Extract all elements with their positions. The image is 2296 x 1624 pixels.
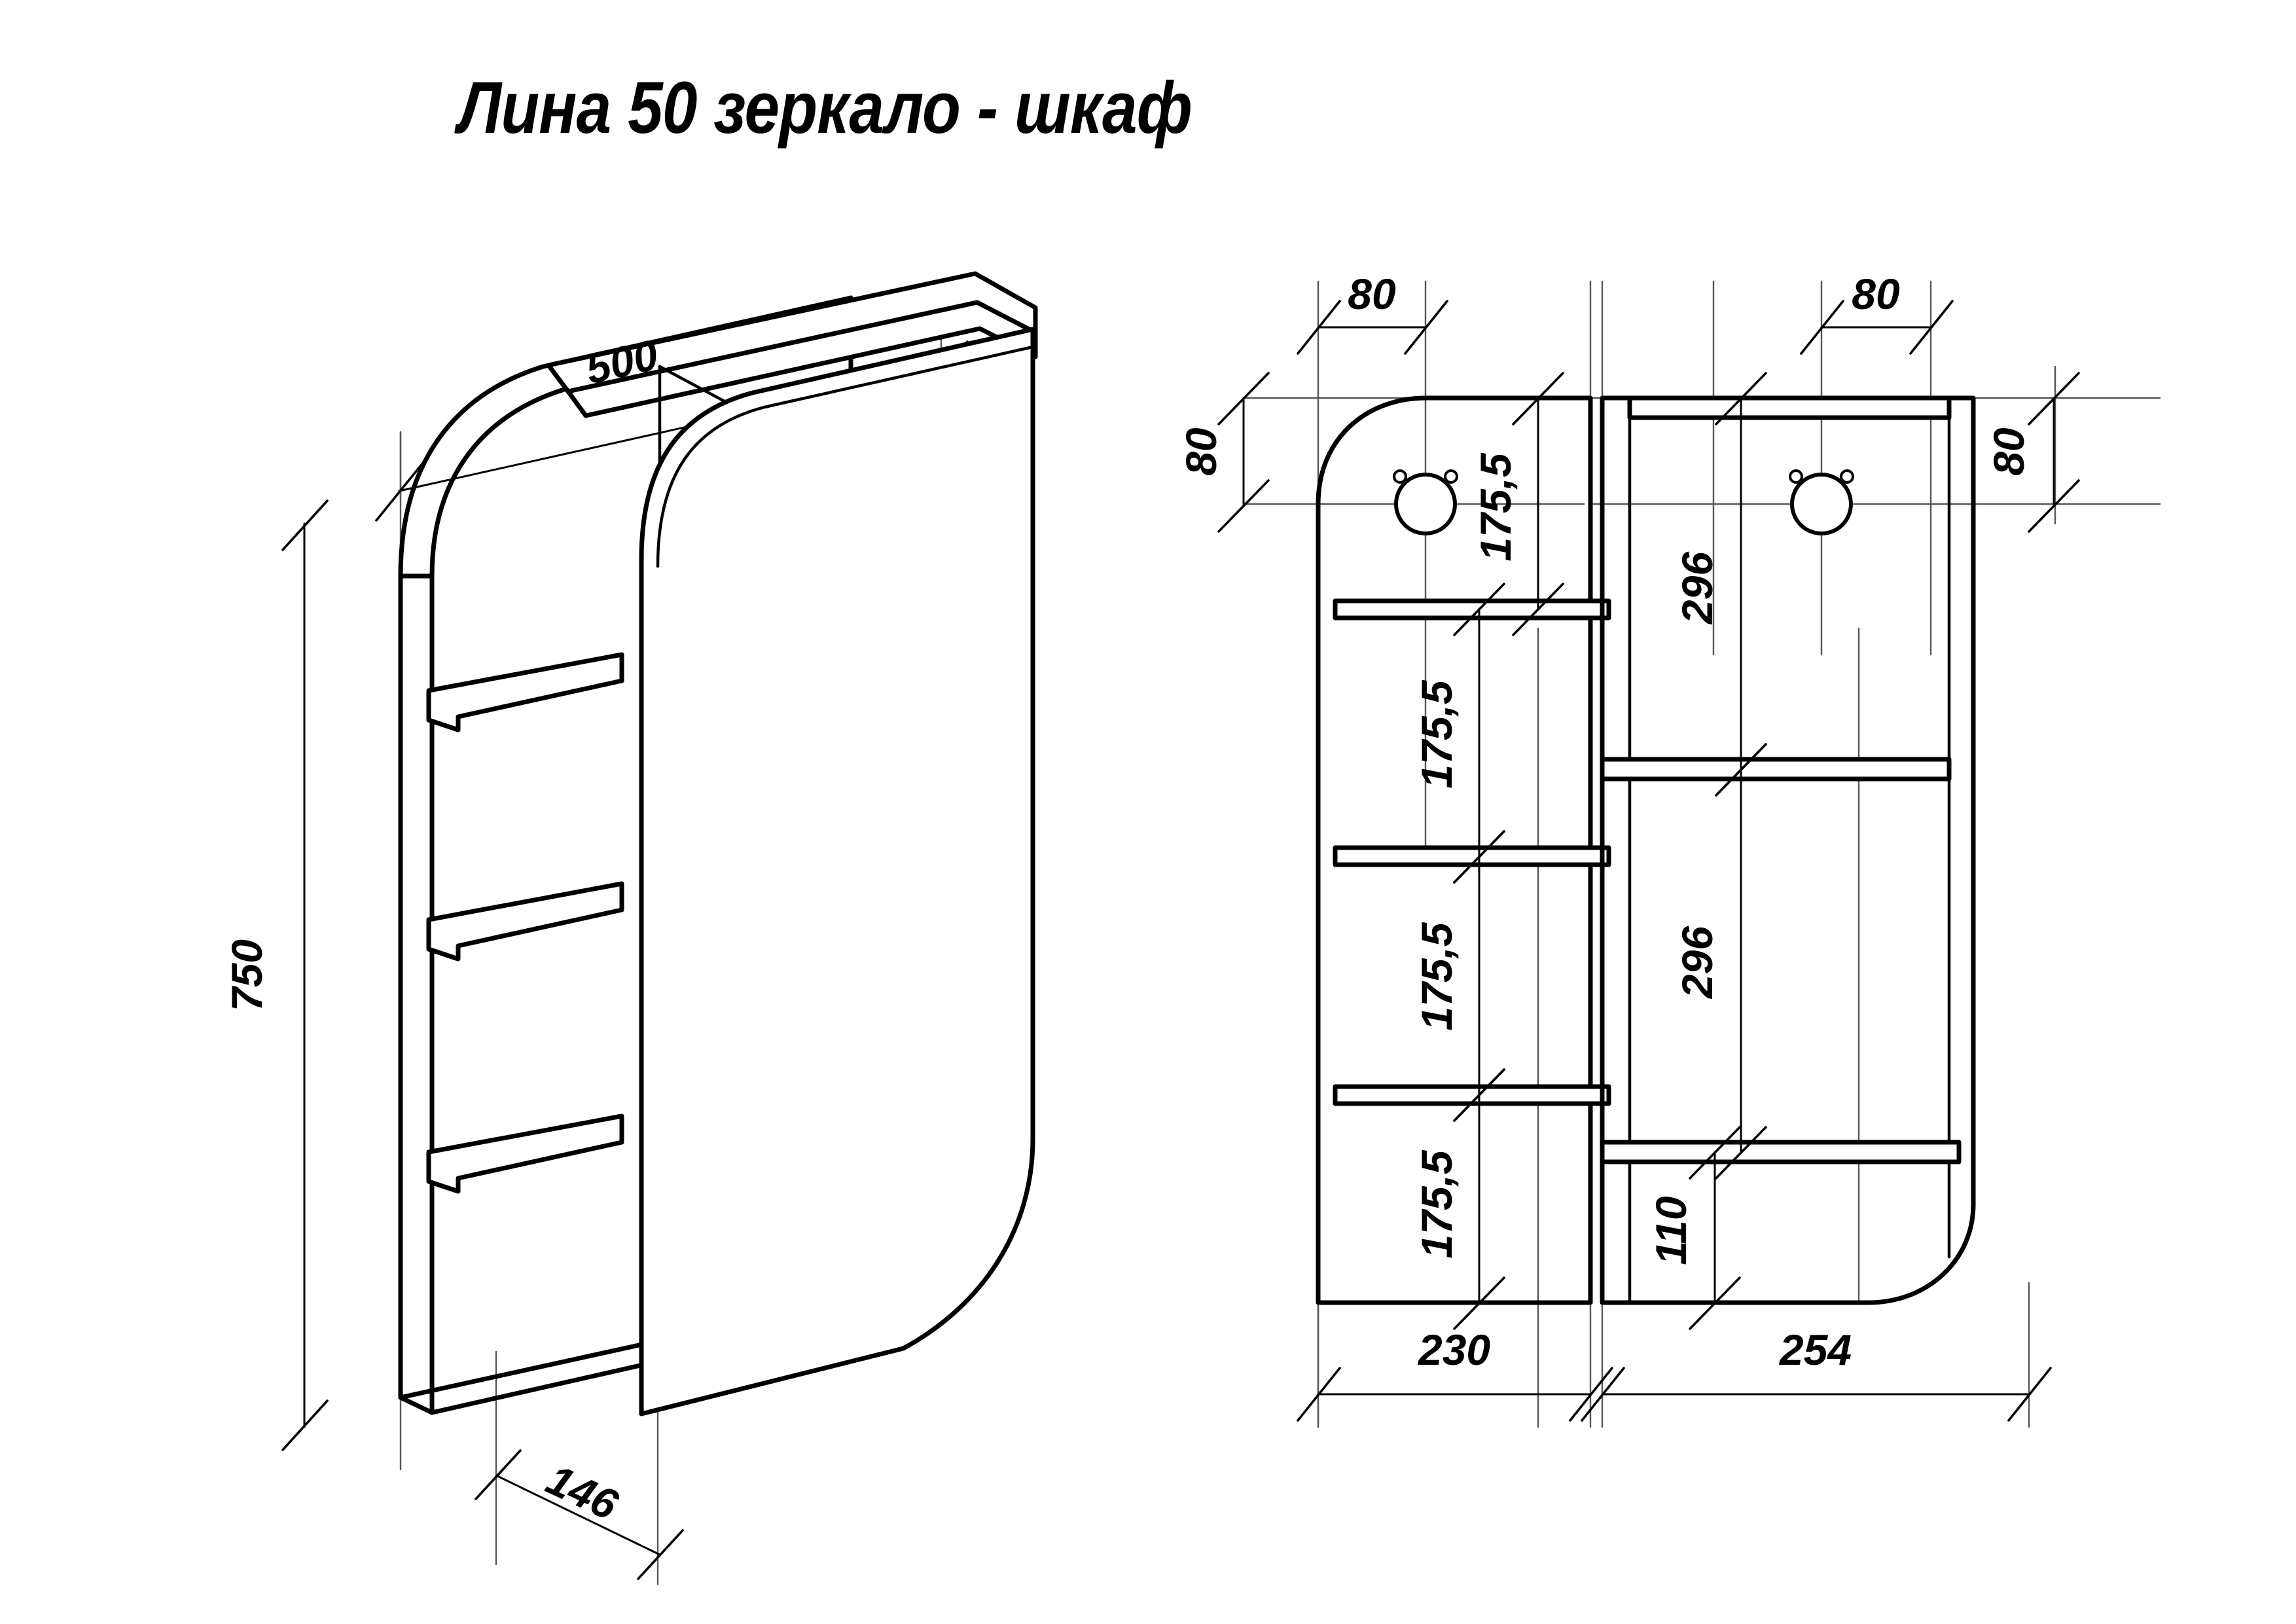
dimension-height-750 [281, 499, 329, 1451]
dimension-right-296-2 [1715, 743, 1767, 1180]
dimension-label-296-2: 296 [1673, 926, 1721, 1000]
elev-right-shelf-2 [1600, 1140, 1962, 1164]
dimension-label-230: 230 [1417, 1326, 1490, 1374]
dimension-label-80-right-side: 80 [1984, 427, 2033, 476]
elev-right-side-walls [1628, 396, 1951, 1305]
dimension-right-110 [1689, 1126, 1741, 1330]
iso-mirror-door [639, 327, 1035, 1416]
dimension-label-175-2: 175,5 [1412, 679, 1461, 788]
dimension-depth-146 [475, 1449, 684, 1580]
dimension-labels: 500 750 146 80 80 80 80 175,5 175,5 175,… [223, 270, 2033, 1530]
dimension-label-175-3: 175,5 [1412, 922, 1461, 1030]
dimension-label-254: 254 [1778, 1326, 1852, 1374]
elev-right-section-outline [1600, 395, 1976, 1305]
dimension-width-254 [1581, 1367, 2052, 1422]
dimension-label-80-left-top: 80 [1348, 270, 1396, 318]
dimension-label-146: 146 [539, 1454, 626, 1529]
page-title: Лина 50 зеркало - шкаф [458, 67, 1193, 149]
elev-right-top-rail [1627, 395, 1952, 420]
iso-top-panel [546, 271, 1038, 418]
dimension-left-175-4 [1453, 1068, 1505, 1330]
dimension-left-side-80 [1217, 372, 1270, 533]
elev-right-mount-hole [1789, 469, 1854, 535]
iso-shelf-2 [426, 881, 624, 962]
elev-right-shelf-1 [1600, 757, 1952, 782]
isometric-view [281, 271, 1038, 1585]
iso-shelf-3 [426, 1113, 624, 1194]
dimension-label-175-4: 175,5 [1412, 1149, 1461, 1258]
dimension-left-175-1 [1512, 372, 1564, 636]
dimension-left-top-80 [1297, 300, 1448, 355]
front-elevation-view [1217, 280, 2161, 1428]
iso-shelf-1 [426, 652, 624, 732]
dimension-label-175-1: 175,5 [1471, 452, 1520, 561]
dimension-label-110: 110 [1647, 1196, 1695, 1265]
dimension-label-80-left-side: 80 [1177, 427, 1225, 476]
dimension-width-230 [1297, 1367, 1613, 1422]
dimension-label-750: 750 [223, 939, 271, 1011]
dimension-right-side-80 [2028, 372, 2080, 533]
dimension-right-296-1 [1715, 372, 1767, 797]
elev-left-mount-hole [1393, 469, 1458, 535]
dimension-right-top-80 [1800, 300, 1954, 355]
dimension-label-296-1: 296 [1673, 551, 1721, 625]
dimension-label-80-right-top: 80 [1852, 270, 1900, 318]
elev-left-section-outline [1316, 395, 1593, 1305]
elev-left-shelf-2 [1333, 845, 1611, 867]
